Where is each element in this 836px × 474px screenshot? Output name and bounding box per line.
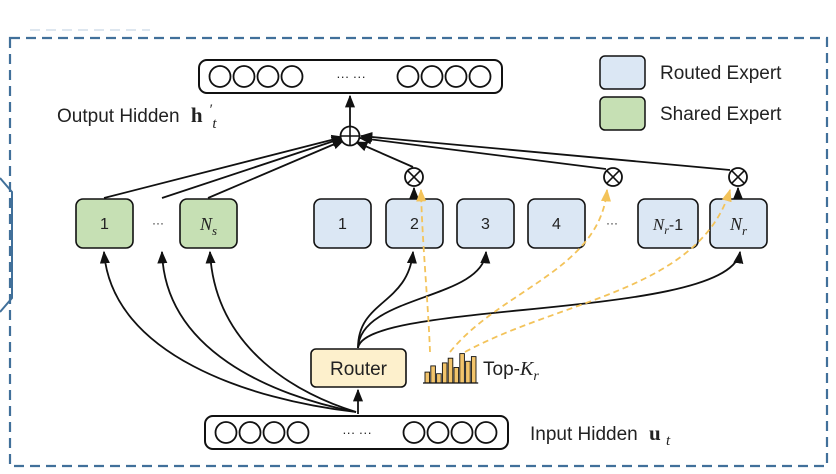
router-to-routed-links [357, 250, 744, 349]
input-hidden-label: Input Hidden u t [530, 421, 671, 449]
topk-bar [447, 357, 454, 384]
legend-shared-label: Shared Expert [660, 104, 782, 125]
topk-bar [453, 367, 460, 384]
sum-connections [103, 94, 731, 199]
svg-text:Nr: Nr [729, 214, 748, 238]
routed-expert-1: 1 [313, 198, 372, 249]
output-dots: ··· ··· [336, 69, 366, 84]
routed-expert-nr: Nr [709, 198, 768, 249]
svg-text:Ns: Ns [199, 214, 217, 238]
router-label: Router [330, 359, 388, 380]
expert-gate-links [408, 186, 744, 200]
topk-bar [470, 356, 477, 384]
output-hidden-vector: ··· ··· [198, 59, 503, 94]
svg-text:1: 1 [338, 216, 347, 233]
input-dots: ··· ··· [342, 425, 372, 440]
topk-histogram [423, 353, 479, 384]
output-hidden-label: Output Hidden h ′ t [57, 98, 217, 132]
shared-expert-ellipsis: ··· [152, 216, 164, 230]
routed-expert-4: 4 [527, 198, 586, 249]
sum-icon [339, 125, 361, 147]
svg-text:Nr-1: Nr-1 [652, 215, 683, 237]
topk-bar [459, 353, 465, 384]
legend-routed-label: Routed Expert [660, 63, 782, 84]
input-to-shared-links [99, 250, 357, 413]
topk-bar [465, 360, 471, 384]
topk-bar [436, 373, 442, 384]
legend-shared-swatch [599, 96, 646, 131]
side-bracket [0, 177, 13, 313]
shared-expert-1: 1 [75, 198, 134, 249]
gate-icon-expert-2 [404, 167, 424, 187]
router-box: Router [310, 348, 407, 388]
svg-text:3: 3 [481, 216, 490, 233]
gate-icon-expert-nr-1 [603, 167, 623, 187]
legend-routed-swatch [599, 55, 646, 90]
topk-bar [424, 371, 431, 384]
topk-gate-links [416, 188, 732, 353]
input-hidden-vector: ··· ··· [204, 415, 509, 450]
routed-expert-nr-minus-1: Nr-1 [637, 198, 699, 249]
outer-frame [8, 36, 829, 468]
routed-expert-3: 3 [456, 198, 515, 249]
routed-expert-2: 2 [385, 198, 444, 249]
routed-expert-ellipsis: ··· [606, 216, 618, 230]
svg-text:4: 4 [552, 216, 561, 233]
topk-bar [441, 362, 448, 384]
gate-icon-expert-nr [728, 167, 748, 187]
svg-text:1: 1 [100, 216, 109, 233]
shared-expert-ns: Ns [179, 198, 238, 249]
topk-bar [430, 365, 436, 384]
topk-label: Top-Kr [483, 358, 539, 384]
legend: Routed Expert Shared Expert [599, 55, 782, 131]
svg-text:2: 2 [410, 216, 419, 233]
